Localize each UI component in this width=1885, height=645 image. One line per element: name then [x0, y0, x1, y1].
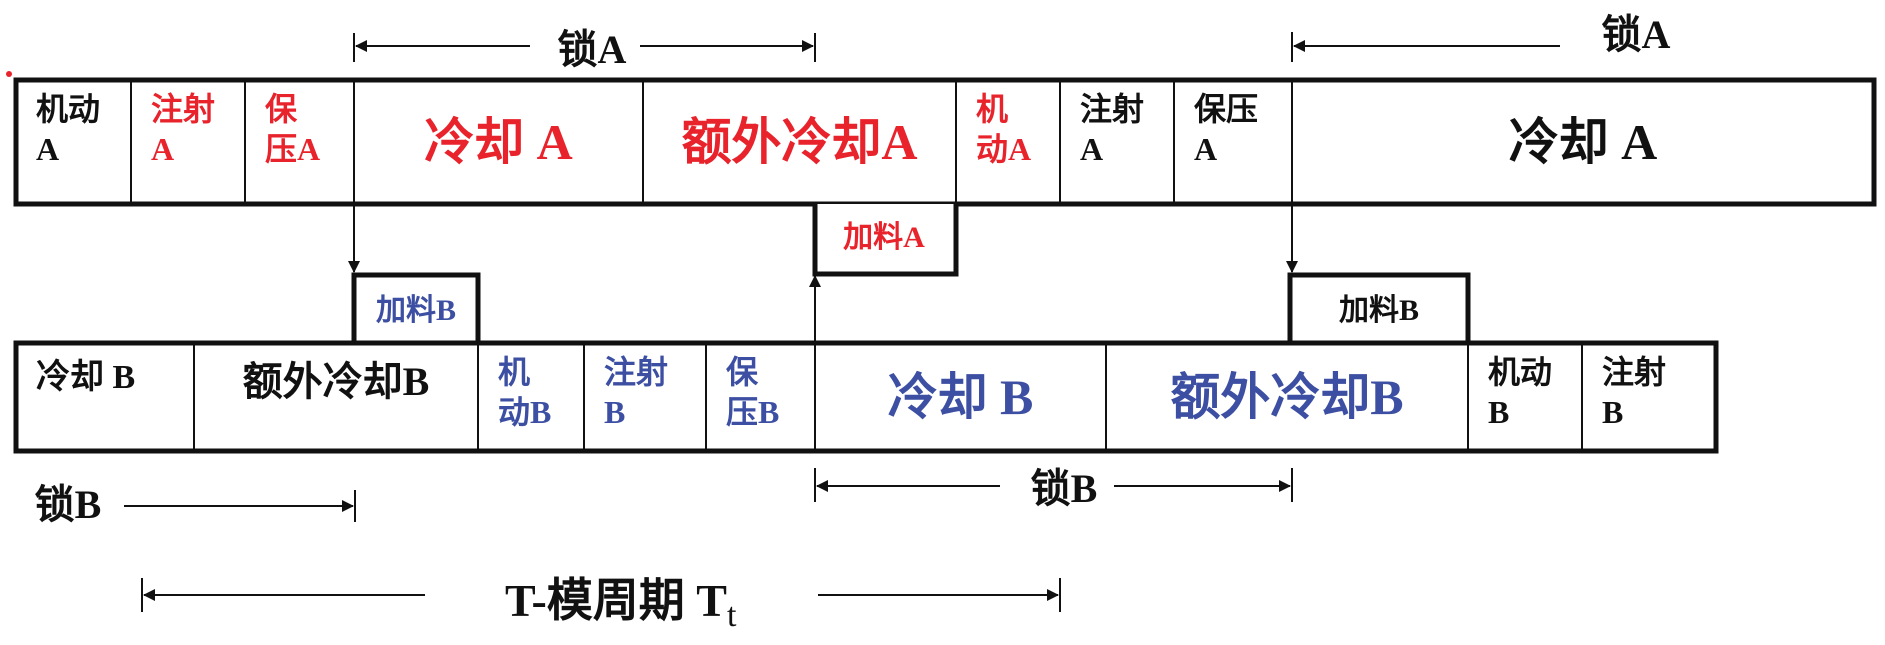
machine-b-cell-line: 压B: [726, 394, 779, 430]
machine-b-cell-line: 额外冷却B: [1170, 369, 1403, 425]
machine-a-cell-line: 压A: [265, 131, 320, 167]
machine-b-cell-cool-b-1: 冷却 B: [36, 358, 135, 396]
lock-a-right-label: 锁A: [1602, 12, 1671, 57]
machine-a-cell-move-a-1: 机动 A: [36, 91, 100, 167]
machine-a-cell-line: 注射: [151, 91, 215, 127]
machine-b-cell-line: 额外冷却B: [243, 359, 430, 404]
lock-b-left-span: 锁B: [35, 482, 356, 527]
machine-a-cell-line: A: [1080, 131, 1103, 167]
feed-b-box-2: [1287, 272, 1471, 343]
machine-b-cell-extra-cool-b-2: 额外冷却B: [1170, 369, 1403, 425]
machine-a-cell-line: 机: [976, 91, 1008, 127]
lock-b-mid-span: 锁B: [814, 466, 1293, 511]
lock-b-left-label: 锁B: [35, 482, 102, 527]
feed-a-box: [812, 204, 959, 277]
machine-b-cell-line: 冷却 B: [36, 358, 135, 396]
machine-a-cell-move-a-2: 机动A: [976, 91, 1031, 167]
machine-b-cell-line: B: [1488, 394, 1509, 430]
machine-b-cell-line: 保: [726, 354, 759, 390]
machine-b-cell-hold-b-1: 保压B: [726, 354, 779, 430]
machine-a-cell-hold-a-1: 保压A: [265, 91, 320, 167]
machine-a-cell-line: 机动: [36, 91, 100, 127]
machine-a-cell-inject-a-2: 注射 A: [1080, 91, 1144, 167]
machine-b-cell-line: 机动: [1488, 354, 1552, 390]
machine-b-cell-extra-cool-b-1: 额外冷却B: [243, 359, 430, 404]
machine-a-cell-line: 动A: [976, 131, 1031, 167]
machine-a-cell-line: 冷却 A: [424, 114, 573, 170]
machine-a-cell-line: A: [151, 131, 174, 167]
machine-b-cell-inject-b-2: 注射 B: [1602, 354, 1666, 430]
feed-b-label-2: 加料B: [1339, 294, 1419, 327]
machine-b-cell-cool-b-2: 冷却 B: [888, 369, 1034, 425]
machine-a-cell-line: A: [36, 131, 59, 167]
machine-b-cell-line: 机: [498, 354, 530, 390]
machine-b-cell-line: 动B: [498, 394, 551, 430]
machine-b-cell-line: B: [604, 394, 625, 430]
feed-b-box-1: [351, 272, 481, 343]
lock-a-top-span: 锁A: [353, 27, 816, 72]
feed-b-label-1: 加料B: [376, 294, 456, 327]
lock-a-top-label: 锁A: [558, 27, 627, 72]
machine-a-cell-line: 注射: [1080, 91, 1144, 127]
machine-a-cell-cool-a-1: 冷却 A: [424, 114, 573, 170]
machine-b-cell-line: 冷却 B: [888, 369, 1034, 425]
machine-b-cell-line: 注射: [1602, 354, 1666, 390]
lock-b-mid-label: 锁B: [1031, 466, 1098, 511]
cycle-period-span: T-模周期 Tt: [141, 575, 1061, 634]
machine-a-cell-line: 保: [265, 91, 298, 127]
machine-a-cell-cool-a-2: 冷却 A: [1509, 114, 1658, 170]
marker-dot: [6, 71, 12, 77]
machine-a-cell-extra-cool-a-1: 额外冷却A: [681, 114, 917, 170]
machine-a-cell-line: 额外冷却A: [681, 114, 917, 170]
cycle-period-label: T-模周期 Tt: [505, 575, 737, 634]
machine-a-cell-inject-a-1: 注射 A: [151, 91, 215, 167]
machine-a-cell-line: 保压: [1194, 91, 1258, 127]
machine-b-cell-inject-b-1: 注射 B: [604, 354, 668, 430]
machine-a-cell-line: A: [1194, 131, 1217, 167]
machine-b-cell-line: B: [1602, 394, 1623, 430]
machine-b-cell-line: 注射: [604, 354, 668, 390]
machine-b-cell-move-b-2: 机动 B: [1488, 354, 1552, 430]
feed-a-label: 加料A: [843, 221, 925, 254]
machine-b-bar: [13, 340, 1719, 454]
lock-a-right-span: 锁A: [1291, 12, 1671, 62]
machine-b-cell-move-b-1: 机动B: [498, 354, 551, 430]
machine-a-cell-line: 冷却 A: [1509, 114, 1658, 170]
machine-a-cell-hold-a-2: 保压 A: [1194, 91, 1258, 167]
